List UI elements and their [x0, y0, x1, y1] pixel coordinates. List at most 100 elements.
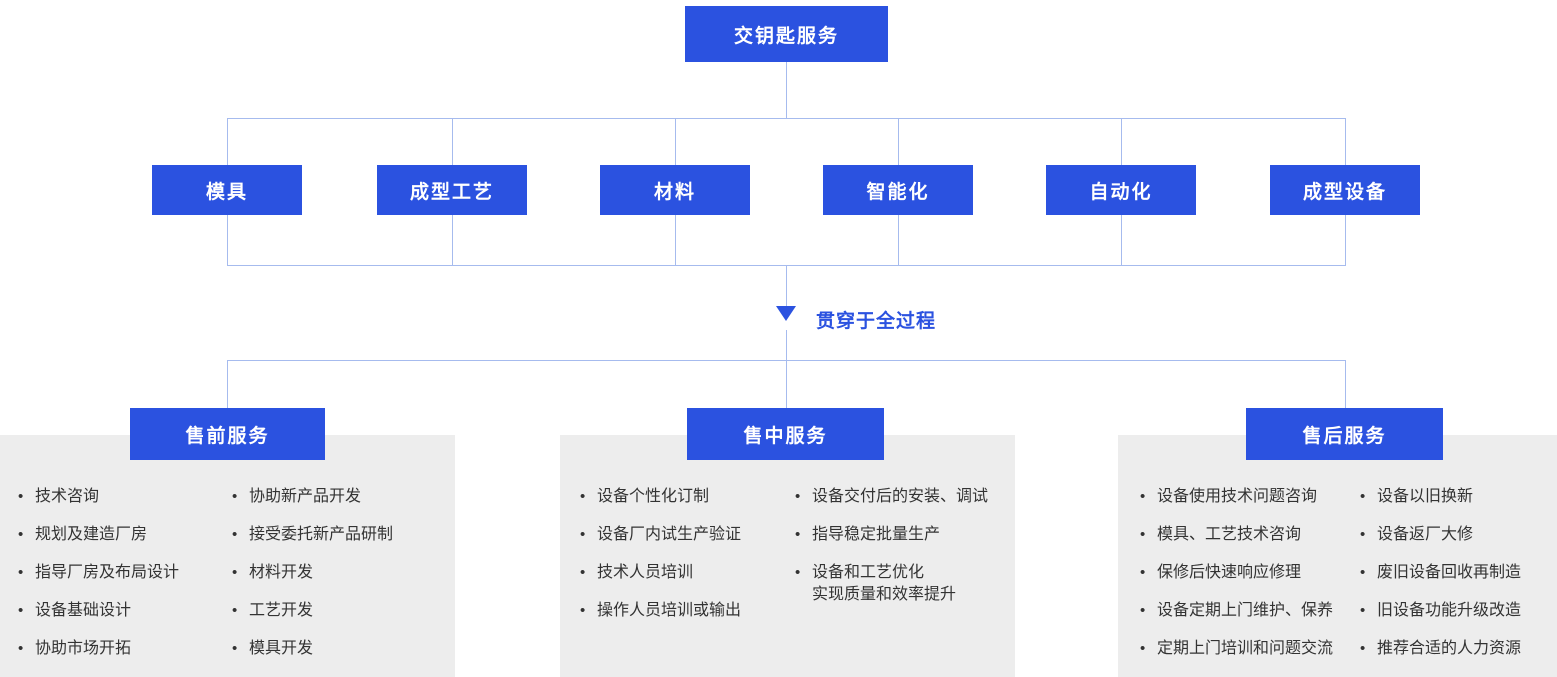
list-item-text: 定期上门培训和问题交流 — [1157, 640, 1334, 657]
connector-center-vertical-upper — [786, 265, 787, 306]
bullet-icon: • — [18, 564, 24, 581]
bullet-icon: • — [1360, 488, 1366, 505]
aftersale-column-1: • 设备使用技术问题咨询 • 模具、工艺技术咨询 • 保修后快速响应修理 • 设备定期上… — [1140, 486, 1360, 676]
list-item-text: 废旧设备回收再制造 — [1377, 564, 1522, 581]
list-item-text: 设备使用技术问题咨询 — [1157, 488, 1318, 505]
bullet-icon: • — [1360, 564, 1366, 581]
bullet-icon: • — [1140, 564, 1146, 581]
section-header-midsale: 售中服务 — [687, 408, 884, 460]
list-item: •技术咨询 — [18, 486, 232, 508]
aftersale-panel: • 设备使用技术问题咨询 • 模具、工艺技术咨询 • 保修后快速响应修理 • 设备定期上… — [1118, 435, 1557, 677]
list-item-text: 工艺开发 — [249, 602, 314, 619]
bullet-icon: • — [232, 488, 238, 505]
bullet-icon: • — [1140, 602, 1146, 619]
section-header-presale: 售前服务 — [130, 408, 325, 460]
aftersale-column-2: •设备以旧换新 •设备返厂大修 •废旧设备回收再制造 •旧设备功能升级改造 •推… — [1360, 486, 1521, 676]
connector-branch-top-horizontal — [227, 118, 1346, 119]
bullet-icon: • — [232, 526, 238, 543]
bullet-icon: • — [18, 602, 24, 619]
list-item: • 设备使用技术问题咨询 — [1140, 486, 1360, 508]
list-item-text: 指导稳定批量生产 — [812, 526, 941, 543]
list-item-text: 操作人员培训或输出 — [597, 602, 742, 619]
bullet-icon: • — [1360, 526, 1366, 543]
bullet-icon: • — [795, 488, 801, 505]
connector-stub — [1345, 360, 1346, 408]
flow-note: 贯穿于全过程 — [816, 311, 937, 332]
list-item: • 技术人员培训 — [580, 562, 795, 584]
connector-stub — [227, 118, 228, 165]
list-item: •操作人员培训或输出 — [580, 600, 795, 622]
list-item: • 规划及建造厂房 — [18, 524, 232, 546]
bullet-icon: • — [1360, 640, 1366, 657]
list-item-text: 推荐合适的人力资源 — [1377, 640, 1522, 657]
node-mold: 模具 — [152, 165, 302, 215]
connector-stub — [227, 215, 228, 265]
list-item: •设备个性化订制 — [580, 486, 795, 508]
bullet-icon: • — [232, 602, 238, 619]
list-item-text: 规划及建造厂房 — [35, 526, 148, 543]
connector-stub — [675, 215, 676, 265]
list-item: • 设备基础设计 — [18, 600, 232, 622]
midsale-column-1: •设备个性化订制 •设备厂内试生产验证 •技术人员培训 •操作人员培训或输出 — [580, 486, 795, 638]
list-item: • 材料开发 — [232, 562, 393, 584]
list-item: •指导厂房及布局设计 — [18, 562, 232, 584]
list-item: • 接受委托新产品研制 — [232, 524, 393, 546]
connector-stub — [227, 360, 228, 408]
list-item: • 保修后快速响应修理 — [1140, 562, 1360, 584]
connector-stub — [1121, 215, 1122, 265]
list-item: • 废旧设备回收再制造 — [1360, 562, 1521, 584]
list-item-text: 设备以旧换新 — [1377, 488, 1474, 505]
list-item-text: 设备厂内试生产验证 — [597, 526, 742, 543]
bullet-icon: • — [1360, 602, 1366, 619]
bullet-icon: • — [580, 488, 586, 505]
list-item-text: 协助新产品开发 — [249, 488, 362, 505]
list-item-text: 接受委托新产品研制 — [249, 526, 394, 543]
connector-stub — [898, 215, 899, 265]
midsale-panel: •设备个性化订制 •设备厂内试生产验证 •技术人员培训 •操作人员培训或输出 •… — [560, 435, 1015, 677]
list-item-text: 设备和工艺优化 实现质量和效率提升 — [812, 564, 957, 603]
list-item-text: 设备交付后的安装、调试 — [812, 488, 989, 505]
connector-root-vertical — [786, 62, 787, 118]
node-automation: 自动化 — [1046, 165, 1196, 215]
connector-stub — [675, 118, 676, 165]
list-item: • 设备厂内试生产验证 — [580, 524, 795, 546]
list-item: • 模具开发 — [232, 638, 393, 660]
bullet-icon: • — [1140, 488, 1146, 505]
list-item-text: 旧设备功能升级改造 — [1377, 602, 1522, 619]
connector-stub — [1345, 118, 1346, 165]
bullet-icon: • — [232, 640, 238, 657]
down-arrow-icon — [776, 306, 796, 321]
list-item-text: 协助市场开拓 — [35, 640, 132, 657]
list-item: • 设备定期上门维护、保养 — [1140, 600, 1360, 622]
bullet-icon: • — [795, 564, 801, 581]
bullet-icon: • — [1140, 640, 1146, 657]
list-item: • 协助新产品开发 — [232, 486, 393, 508]
bullet-icon: • — [18, 526, 24, 543]
bullet-icon: • — [580, 564, 586, 581]
list-item: • 推荐合适的人力资源 — [1360, 638, 1521, 660]
bullet-icon: • — [795, 526, 801, 543]
bullet-icon: • — [580, 526, 586, 543]
node-material: 材料 — [600, 165, 750, 215]
connector-stub — [786, 360, 787, 408]
list-item-text: 保修后快速响应修理 — [1157, 564, 1302, 581]
bullet-icon: • — [1140, 526, 1146, 543]
presale-column-1: •技术咨询 •规划及建造厂房 •指导厂房及布局设计 •设备基础设计 •协助市场开… — [18, 486, 232, 676]
node-turnkey-service: 交钥匙服务 — [685, 6, 888, 62]
bullet-icon: • — [232, 564, 238, 581]
connector-stub — [898, 118, 899, 165]
list-item: •协助市场开拓 — [18, 638, 232, 660]
list-item-text: 模具开发 — [249, 640, 314, 657]
list-item-text: 设备基础设计 — [35, 602, 132, 619]
node-molding-process: 成型工艺 — [377, 165, 527, 215]
list-item-text: 设备定期上门维护、保养 — [1157, 602, 1334, 619]
list-item-text: 模具、工艺技术咨询 — [1157, 526, 1302, 543]
node-intelligence: 智能化 — [823, 165, 973, 215]
list-item-text: 材料开发 — [249, 564, 314, 581]
presale-panel: •技术咨询 •规划及建造厂房 •指导厂房及布局设计 •设备基础设计 •协助市场开… — [0, 435, 455, 677]
list-item: • 设备和工艺优化 实现质量和效率提升 — [795, 562, 988, 606]
list-item: • 定期上门培训和问题交流 — [1140, 638, 1360, 660]
node-molding-equipment: 成型设备 — [1270, 165, 1420, 215]
list-item-text: 技术人员培训 — [597, 564, 694, 581]
